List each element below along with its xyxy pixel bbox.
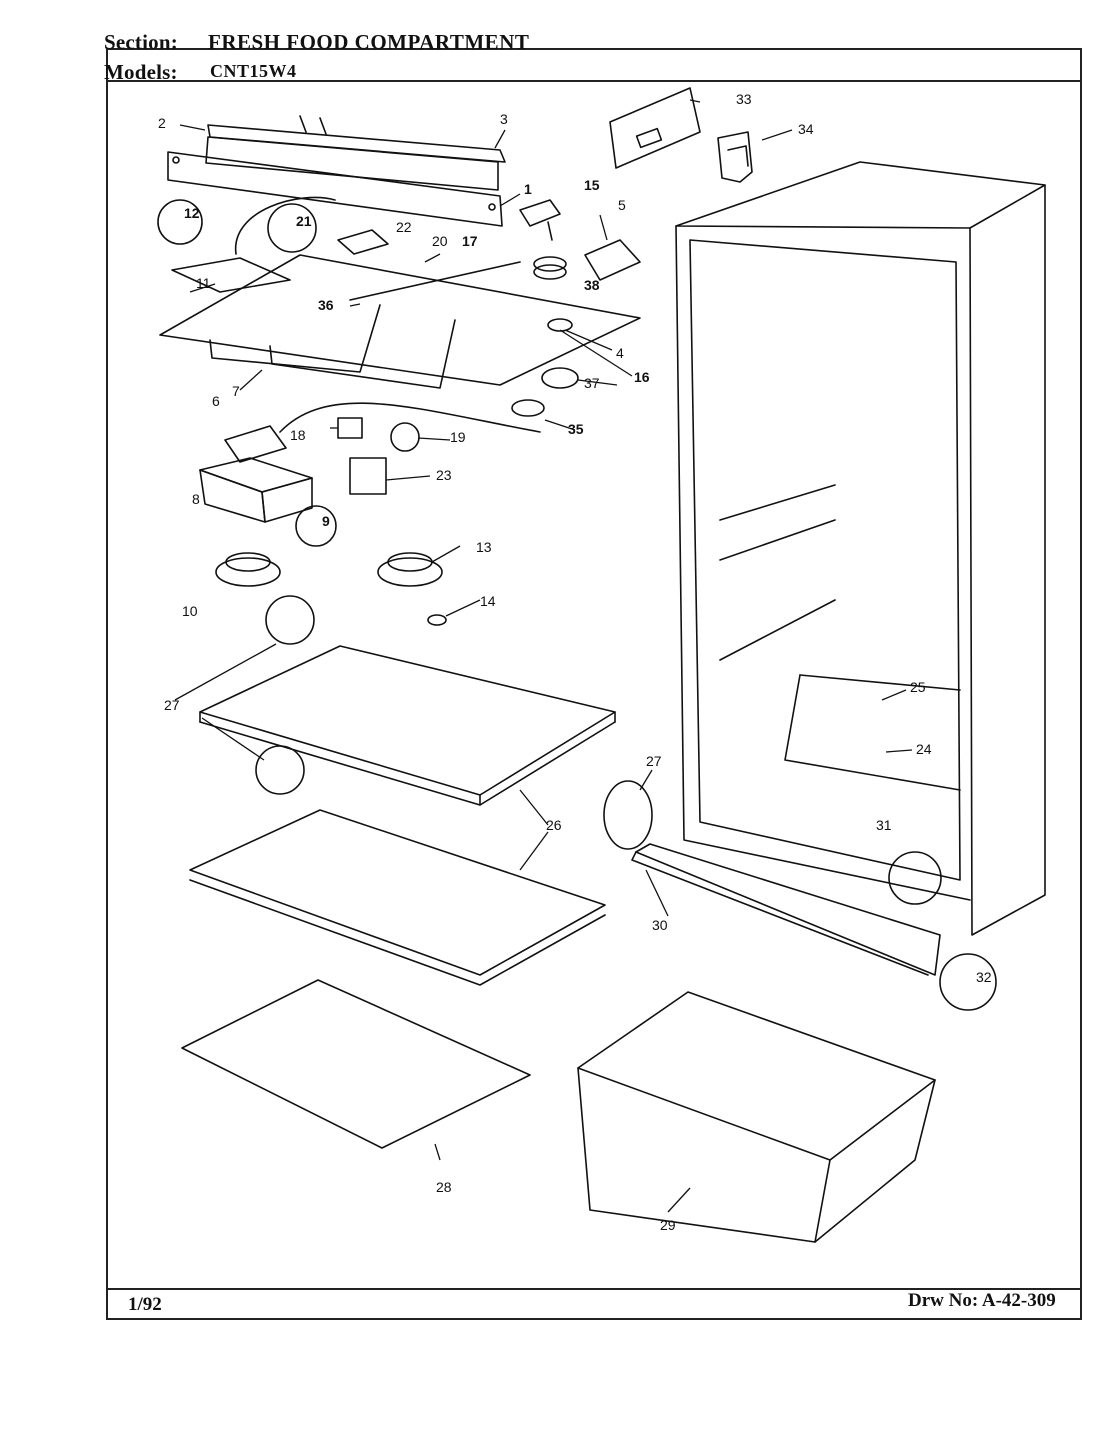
callout-30: 30 — [652, 917, 668, 933]
part-14 — [427, 614, 447, 626]
part-5 — [584, 239, 641, 281]
model-number: CNT15W4 — [210, 61, 297, 81]
callout-6: 6 — [212, 393, 220, 409]
callout-3: 3 — [500, 111, 508, 127]
callout-19: 19 — [450, 429, 466, 445]
callout-9: 9 — [322, 513, 330, 529]
callout-circle-27c — [603, 780, 653, 850]
part-11 — [171, 257, 291, 293]
callout-14: 14 — [480, 593, 496, 609]
callout-32: 32 — [976, 969, 992, 985]
callout-34: 34 — [798, 121, 814, 137]
part-thermostat — [224, 402, 541, 463]
drawing-frame — [106, 48, 1082, 1320]
callout-26: 26 — [546, 817, 562, 833]
callout-31: 31 — [876, 817, 892, 833]
part-box-8 — [199, 457, 313, 523]
callout-38: 38 — [584, 277, 600, 293]
part-crisper-drawer — [577, 991, 936, 1243]
callout-12: 12 — [184, 205, 200, 221]
callout-25: 25 — [910, 679, 926, 695]
part-roller-10 — [215, 552, 281, 587]
part-lamp-socket — [337, 417, 363, 439]
models-label: Models: — [104, 60, 178, 84]
header-divider — [106, 80, 1082, 82]
callout-2: 2 — [158, 115, 166, 131]
callout-circle-32 — [939, 953, 997, 1011]
callout-27-right: 27 — [646, 753, 662, 769]
callout-28: 28 — [436, 1179, 452, 1195]
callout-17: 17 — [462, 233, 478, 249]
callout-circle-27a — [265, 595, 315, 645]
part-35 — [511, 399, 545, 417]
part-cabinet — [675, 161, 1046, 936]
callout-24: 24 — [916, 741, 932, 757]
callout-33: 33 — [736, 91, 752, 107]
callout-circle-12 — [157, 199, 203, 245]
callout-27: 27 — [164, 697, 180, 713]
section-label: Section: — [104, 30, 178, 54]
part-37 — [541, 367, 579, 389]
callout-16: 16 — [634, 369, 650, 385]
callout-20: 20 — [432, 233, 448, 249]
part-roller-13 — [377, 552, 443, 587]
callout-8: 8 — [192, 491, 200, 507]
callout-circle-27b — [255, 745, 305, 795]
revision-date: 1/92 — [128, 1294, 162, 1315]
callout-5: 5 — [618, 197, 626, 213]
part-wire — [235, 196, 336, 255]
callout-7: 7 — [232, 383, 240, 399]
callout-circle-21 — [267, 203, 317, 253]
part-control-knob — [519, 199, 561, 241]
part-grille — [631, 843, 941, 976]
callout-labels: 2 3 1 15 5 33 34 12 21 22 20 17 38 36 4 … — [158, 91, 992, 1233]
callout-18: 18 — [290, 427, 306, 443]
part-shelf-upper — [199, 645, 616, 806]
part-20 — [337, 229, 389, 255]
callout-21: 21 — [296, 213, 312, 229]
footer-divider — [106, 1288, 1082, 1290]
part-bracket-33 — [609, 87, 701, 169]
callout-1: 1 — [524, 181, 532, 197]
callout-15: 15 — [584, 177, 600, 193]
callout-4: 4 — [616, 345, 624, 361]
part-hinge-34 — [717, 131, 753, 183]
drawing-number: Drw No: A-42-309 — [908, 1290, 1056, 1311]
callout-13: 13 — [476, 539, 492, 555]
callout-11: 11 — [196, 275, 211, 291]
callout-35: 35 — [568, 421, 584, 437]
section-title: FRESH FOOD COMPARTMENT — [208, 30, 530, 54]
part-bulb — [390, 422, 420, 452]
part-38 — [533, 256, 567, 280]
callout-10: 10 — [182, 603, 198, 619]
callout-29: 29 — [660, 1217, 676, 1233]
callout-circle-31 — [888, 851, 942, 905]
callout-circle-9 — [295, 505, 337, 547]
leader-lines — [174, 99, 913, 1213]
part-control-panel — [167, 151, 503, 227]
callout-37: 37 — [584, 375, 600, 391]
callout-36: 36 — [318, 297, 334, 313]
callout-22: 22 — [396, 219, 412, 235]
part-shelf-lower — [189, 809, 606, 986]
callout-23: 23 — [436, 467, 452, 483]
part-switch-23 — [349, 457, 387, 495]
part-housing-tray — [159, 254, 641, 389]
part-light-bar — [205, 115, 506, 191]
part-crisper-cover — [181, 979, 531, 1149]
